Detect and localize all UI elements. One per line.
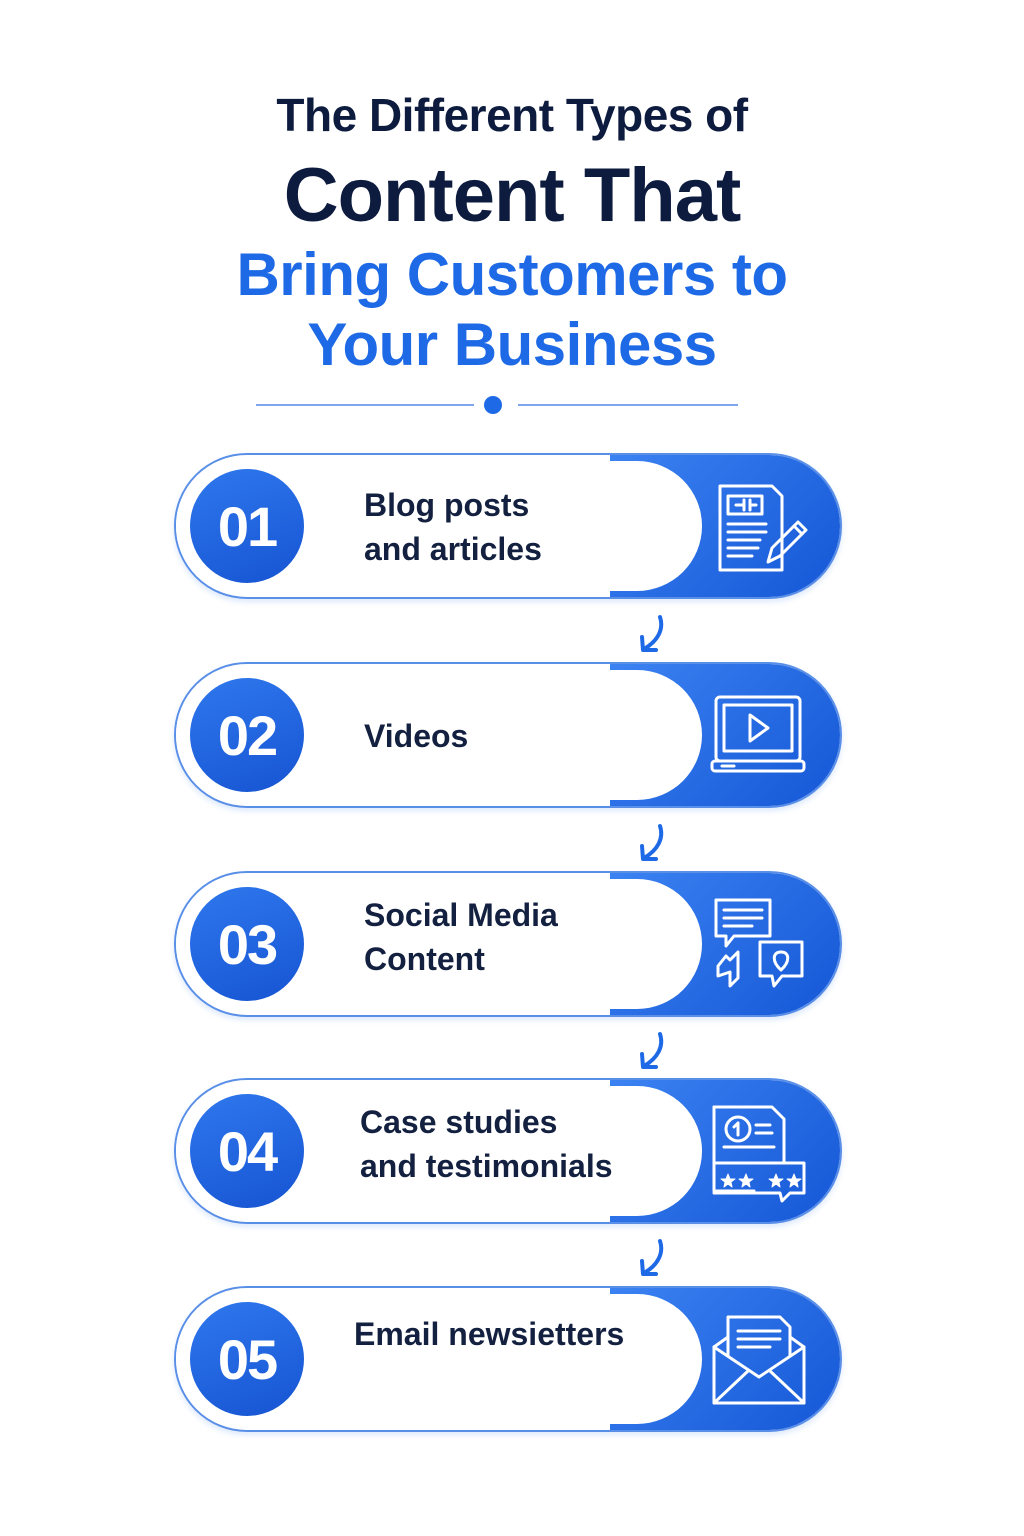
divider-dot xyxy=(484,396,502,414)
down-arrow-icon xyxy=(640,615,664,652)
divider-line-right xyxy=(518,404,738,406)
down-arrow-icon xyxy=(640,1239,664,1276)
step-number-badge: 02 xyxy=(190,678,304,792)
step-number-badge: 01 xyxy=(190,469,304,583)
step-number-badge: 05 xyxy=(190,1302,304,1416)
card-label: Social Media Content xyxy=(364,897,558,977)
content-type-card-3: 03 Social Media Content xyxy=(174,871,842,1017)
title-line-1: The Different Types of xyxy=(276,89,748,141)
testimonial-review-icon xyxy=(712,1105,806,1203)
content-type-card-4: 04 Case studies and testimonials xyxy=(174,1078,842,1224)
down-arrow-icon xyxy=(640,1032,664,1069)
card-label: Videos xyxy=(364,718,469,754)
down-arrow-icon xyxy=(640,824,664,861)
envelope-letter-icon xyxy=(712,1315,806,1405)
title-line-4: Your Business xyxy=(307,311,717,378)
card-label: Blog posts and articles xyxy=(364,487,542,567)
content-type-card-5: 05 Email newsietters xyxy=(174,1286,842,1432)
title-line-3: Bring Customers to xyxy=(236,241,788,308)
step-number-badge: 04 xyxy=(190,1094,304,1208)
content-type-card-2: 02 Videos xyxy=(174,662,842,808)
title-line-2: Content That xyxy=(283,153,742,238)
content-type-card-1: 01 Blog posts and articles xyxy=(174,453,842,599)
chat-bubbles-icon xyxy=(714,898,804,988)
card-label: Email newsietters xyxy=(354,1316,625,1352)
video-player-icon xyxy=(710,695,806,773)
step-number-badge: 03 xyxy=(190,887,304,1001)
card-label: Case studies and testimonials xyxy=(360,1104,613,1184)
document-pencil-icon xyxy=(718,484,808,572)
divider-line-left xyxy=(256,404,474,406)
